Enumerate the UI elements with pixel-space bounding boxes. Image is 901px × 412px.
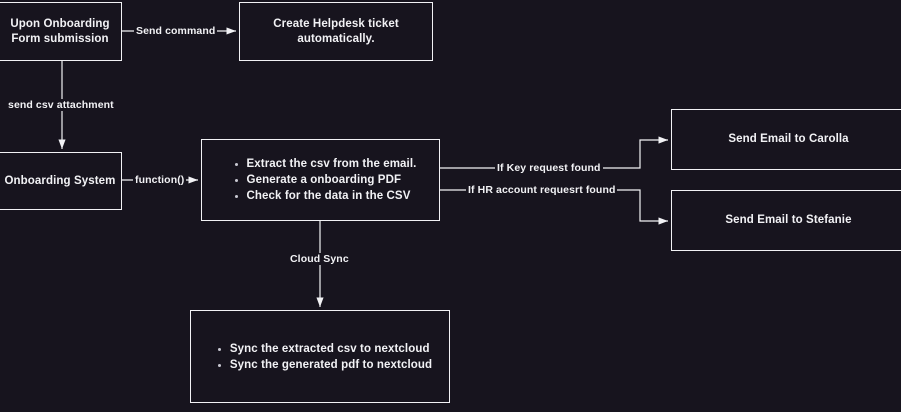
edge-label-cloud-sync: Cloud Sync [288, 253, 351, 265]
list-item: Check for the data in the CSV [247, 188, 417, 204]
node-helpdesk-ticket-label: Create Helpdesk ticket automatically. [273, 17, 399, 45]
node-process-csv-list: Extract the csv from the email. Generate… [225, 156, 417, 204]
node-email-carolla-label: Send Email to Carolla [728, 133, 849, 145]
node-onboarding-form-label: Upon Onboarding Form submission [10, 17, 110, 45]
node-onboarding-system[interactable]: Onboarding System [0, 152, 122, 210]
edge-label-hr-request: If HR account requesrt found [466, 184, 618, 196]
edge-label-send-csv-attachment: send csv attachment [6, 99, 116, 111]
edge-label-function: function() [133, 174, 187, 186]
node-process-csv[interactable]: Extract the csv from the email. Generate… [201, 139, 440, 221]
node-helpdesk-ticket[interactable]: Create Helpdesk ticket automatically. [239, 2, 433, 61]
edge-label-key-request: If Key request found [495, 162, 603, 174]
node-onboarding-system-label: Onboarding System [4, 174, 116, 187]
list-item: Generate a onboarding PDF [247, 172, 417, 188]
node-email-carolla[interactable]: Send Email to Carolla [671, 109, 901, 170]
node-email-stefanie-label: Send Email to Stefanie [725, 214, 852, 226]
node-cloud-sync-tasks[interactable]: Sync the extracted csv to nextcloud Sync… [190, 310, 450, 403]
list-item: Sync the generated pdf to nextcloud [230, 357, 432, 373]
list-item: Extract the csv from the email. [247, 156, 417, 172]
node-email-stefanie[interactable]: Send Email to Stefanie [671, 190, 901, 251]
node-cloud-sync-list: Sync the extracted csv to nextcloud Sync… [208, 341, 432, 373]
list-item: Sync the extracted csv to nextcloud [230, 341, 432, 357]
edge-label-send-command: Send command [134, 25, 218, 37]
node-onboarding-form[interactable]: Upon Onboarding Form submission [0, 2, 122, 61]
